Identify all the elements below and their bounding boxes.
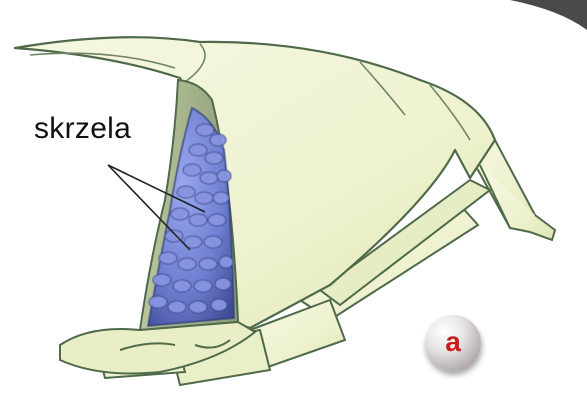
carapace bbox=[15, 37, 495, 328]
gill-label: skrzela bbox=[34, 112, 131, 146]
panel-letter: a bbox=[445, 326, 461, 358]
corner-shadow bbox=[510, 0, 587, 30]
panel-letter-badge: a bbox=[425, 315, 481, 371]
